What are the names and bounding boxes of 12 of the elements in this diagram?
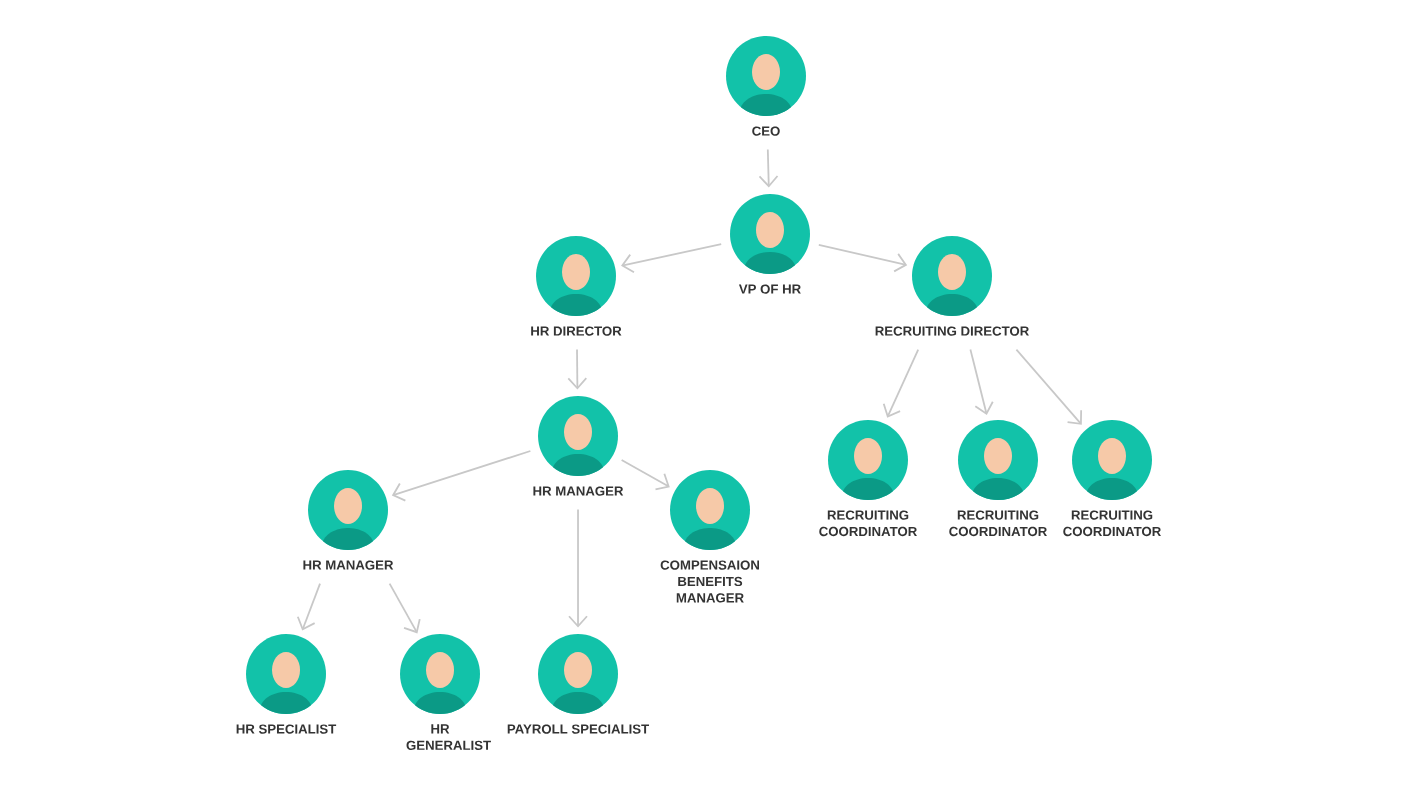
arrow <box>1015 348 1083 425</box>
arrow <box>568 508 588 628</box>
arrow <box>758 148 779 188</box>
arrow <box>882 348 920 418</box>
arrow <box>296 582 321 631</box>
arrow <box>969 348 994 415</box>
arrow <box>620 459 670 491</box>
arrow <box>621 243 723 274</box>
arrow <box>388 582 421 634</box>
arrow <box>391 450 532 502</box>
arrow <box>817 243 908 273</box>
arrow <box>567 348 588 390</box>
